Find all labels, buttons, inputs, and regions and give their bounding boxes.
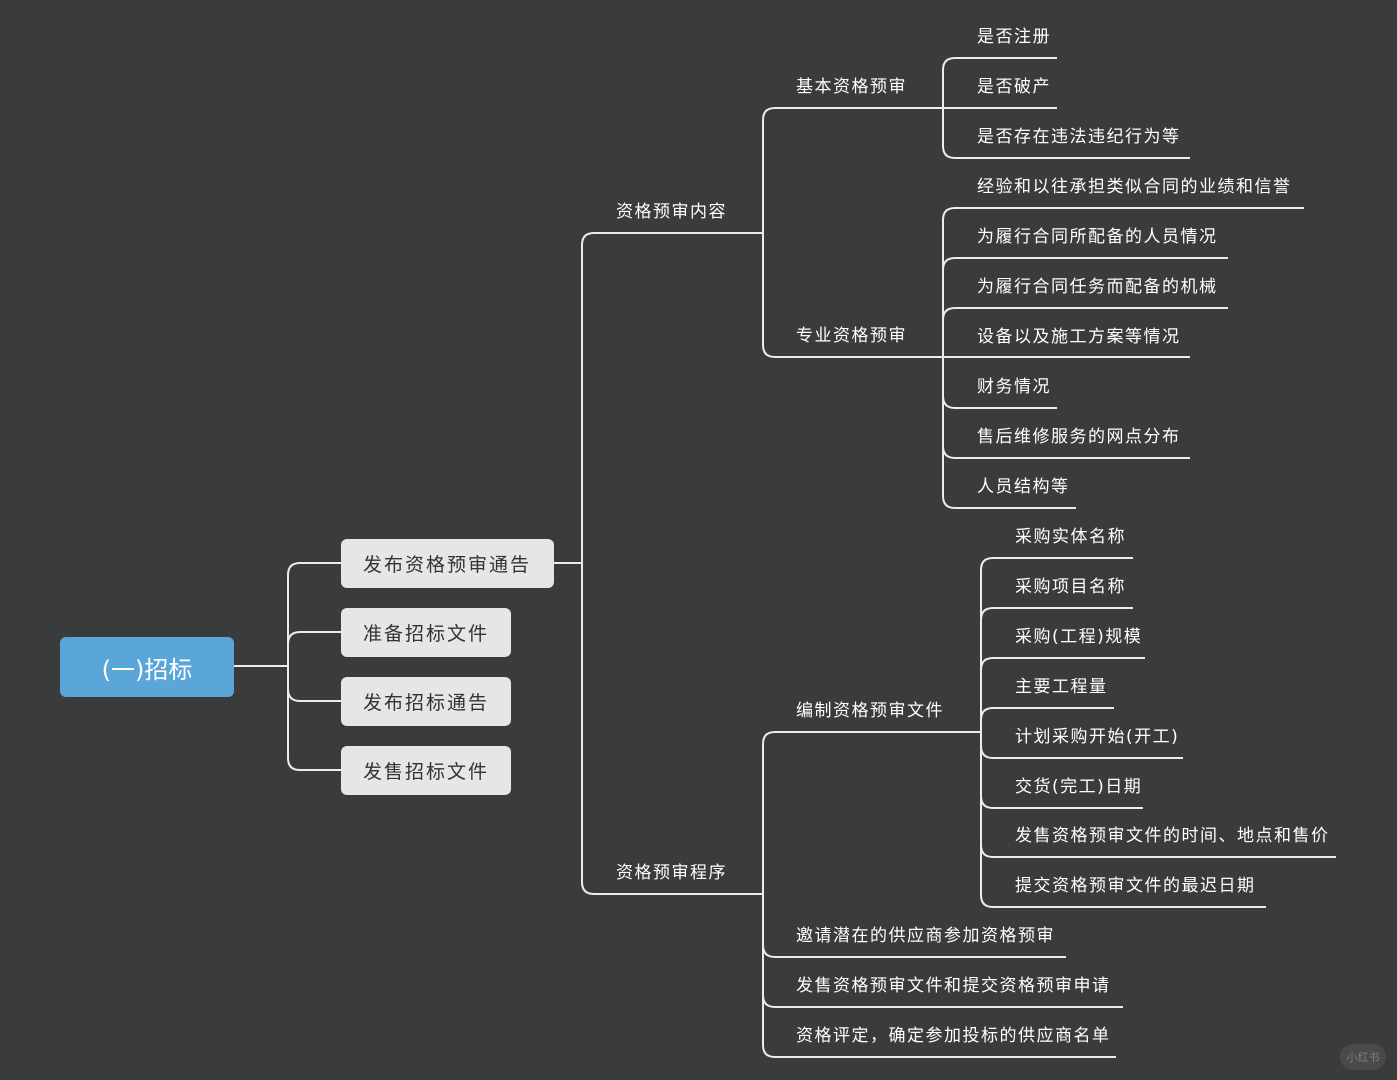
node-prepare-tender-documents[interactable]: 准备招标文件 xyxy=(341,608,511,657)
prepare-leaf-line-1 xyxy=(980,607,1133,732)
node-professional-prequalification[interactable]: 专业资格预审 xyxy=(796,326,907,346)
node-sell-tender-documents[interactable]: 发售招标文件 xyxy=(341,746,511,795)
professional-connector xyxy=(762,233,943,358)
node-prequalification-procedure[interactable]: 资格预审程序 xyxy=(616,863,727,883)
prepare-connector xyxy=(762,731,981,894)
level1-connector-3 xyxy=(287,666,341,771)
leaf-service-network[interactable]: 售后维修服务的网点分布 xyxy=(977,427,1181,447)
basic-leaf-line-0 xyxy=(942,57,1057,108)
leaf-registered[interactable]: 是否注册 xyxy=(977,27,1051,47)
prepare-leaf-line-2 xyxy=(980,657,1145,732)
professional-leaf-line-6 xyxy=(942,357,1076,509)
leaf-project-name[interactable]: 采购项目名称 xyxy=(1015,577,1126,597)
step-line-2 xyxy=(762,894,1116,1058)
prepare-leaf-line-3 xyxy=(980,707,1114,732)
watermark-logo: 小红书 xyxy=(1340,1044,1386,1070)
node-invite-suppliers[interactable]: 邀请潜在的供应商参加资格预审 xyxy=(796,926,1055,946)
leaf-start-date[interactable]: 计划采购开始(开工) xyxy=(1015,727,1180,747)
leaf-delivery-date[interactable]: 交货(完工)日期 xyxy=(1015,777,1143,797)
leaf-submission-deadline[interactable]: 提交资格预审文件的最迟日期 xyxy=(1015,876,1256,896)
node-publish-tender-notice[interactable]: 发布招标通告 xyxy=(341,677,511,726)
leaf-entity-name[interactable]: 采购实体名称 xyxy=(1015,527,1126,547)
leaf-sale-time-place-price[interactable]: 发售资格预审文件的时间、地点和售价 xyxy=(1015,826,1330,846)
basic-leaf-line-2 xyxy=(942,108,1190,159)
level1-connector-0 xyxy=(287,562,341,666)
leaf-personnel[interactable]: 为履行合同所配备的人员情况 xyxy=(977,227,1218,247)
node-basic-prequalification[interactable]: 基本资格预审 xyxy=(796,77,907,97)
leaf-scale[interactable]: 采购(工程)规模 xyxy=(1015,627,1143,647)
professional-leaf-line-2 xyxy=(942,307,1228,357)
procedure-connector xyxy=(581,563,763,895)
prepare-leaf-line-0 xyxy=(980,557,1133,732)
content-connector xyxy=(581,232,763,563)
professional-leaf-line-0 xyxy=(942,207,1304,357)
level1-connector-1 xyxy=(287,631,341,666)
node-publish-prequalification-notice[interactable]: 发布资格预审通告 xyxy=(341,539,554,588)
level1-connector-2 xyxy=(287,666,341,702)
node-prequalification-content[interactable]: 资格预审内容 xyxy=(616,202,727,222)
node-prepare-prequalification-documents[interactable]: 编制资格预审文件 xyxy=(796,701,944,721)
leaf-bankrupt[interactable]: 是否破产 xyxy=(977,77,1051,97)
leaf-main-quantities[interactable]: 主要工程量 xyxy=(1015,677,1108,697)
prepare-leaf-line-7 xyxy=(980,732,1266,908)
leaf-violations[interactable]: 是否存在违法违纪行为等 xyxy=(977,127,1181,147)
basic-connector xyxy=(762,107,943,233)
leaf-experience[interactable]: 经验和以往承担类似合同的业绩和信誉 xyxy=(977,177,1292,197)
professional-leaf-line-1 xyxy=(942,257,1228,357)
root-node[interactable]: (一)招标 xyxy=(60,637,234,697)
leaf-staff-structure[interactable]: 人员结构等 xyxy=(977,477,1070,497)
leaf-finance[interactable]: 财务情况 xyxy=(977,377,1051,397)
node-evaluation-shortlist[interactable]: 资格评定，确定参加投标的供应商名单 xyxy=(796,1026,1111,1046)
node-sell-and-submit[interactable]: 发售资格预审文件和提交资格预审申请 xyxy=(796,976,1111,996)
leaf-equipment-plan[interactable]: 设备以及施工方案等情况 xyxy=(977,327,1181,347)
leaf-machinery[interactable]: 为履行合同任务而配备的机械 xyxy=(977,277,1218,297)
